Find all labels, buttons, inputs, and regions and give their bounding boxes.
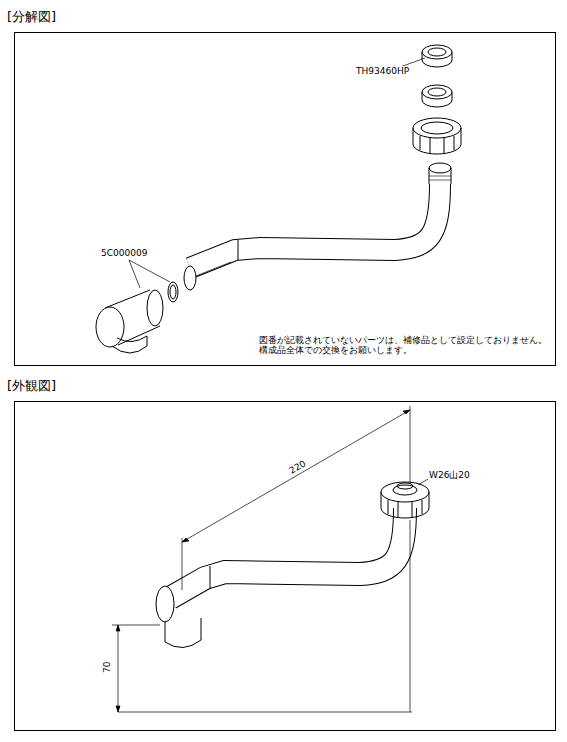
part-number: 5C000009 <box>100 248 148 258</box>
view-panel: [分解図] <box>14 32 556 366</box>
note: 図番が記載されていないパーツは、補修品として設定しておりません。 構成品全体での… <box>258 336 550 356</box>
exploded-parts <box>96 45 461 353</box>
assembled-pipe <box>156 478 430 648</box>
view-panel: [外観図] <box>14 401 556 731</box>
dimension-lines <box>112 406 412 712</box>
view-heading: [分解図] <box>7 8 56 26</box>
view-heading: [外観図] <box>7 377 56 395</box>
dimension-label: 70 <box>102 660 112 673</box>
part-number: TH93460HP <box>355 66 410 76</box>
dimension-label: 220 <box>287 458 309 477</box>
thread-spec: W26山20 <box>428 470 471 480</box>
